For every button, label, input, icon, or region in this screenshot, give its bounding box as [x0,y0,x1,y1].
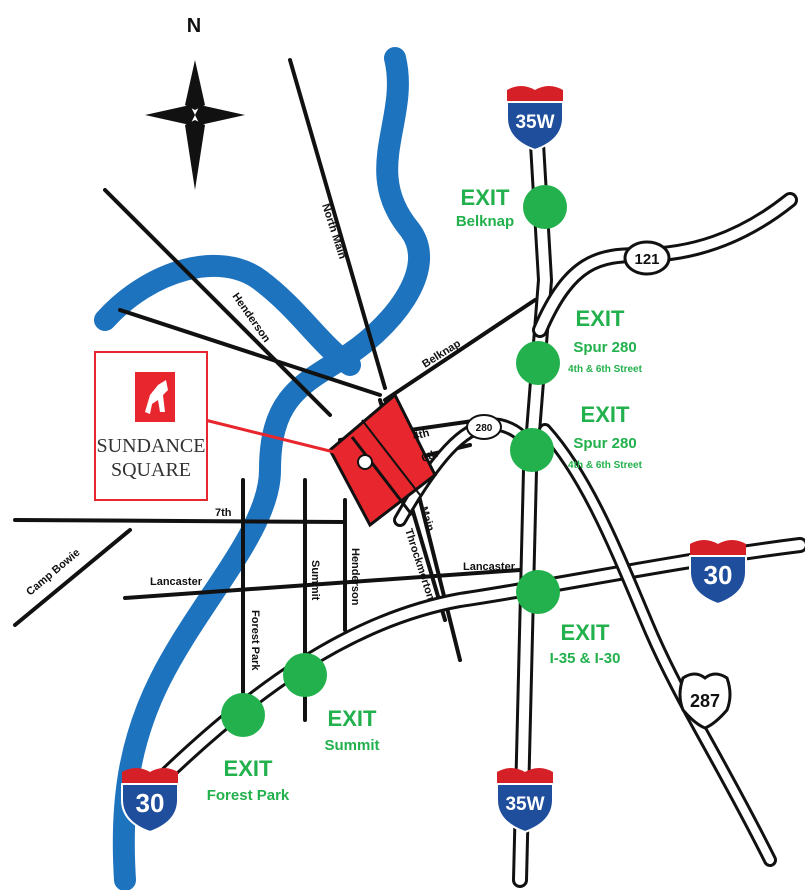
compass-north-label: N [187,15,201,37]
shield-number: 287 [690,691,720,711]
horse-icon [145,380,168,414]
sundance-square-marker[interactable] [357,454,373,470]
exit-name: Forest Park [207,787,290,804]
us-highway-shield-287: 287 [678,672,732,730]
exit-marker-summit[interactable] [283,653,327,697]
state-highway-shield-121: 121 [623,240,671,276]
label-4th: 4th [412,427,431,443]
exit-name: Spur 280 [573,435,636,452]
exit-label-i35-i30: EXIT I-35 & I-30 [550,620,621,667]
exit-word: EXIT [561,620,610,645]
label-lancaster-w: Lancaster [150,576,203,588]
label-lancaster-e: Lancaster [463,561,516,573]
logo-line1: SUNDANCE [97,435,206,457]
label-north-main: North Main [319,202,348,261]
interstate-shield-30-east: 30 [689,540,747,606]
exit-sub: 4th & 6th Street [568,460,643,471]
exit-word: EXIT [576,306,625,331]
lancaster-line [123,568,522,600]
exit-label-forest-park: EXIT Forest Park [207,756,290,804]
exit-name: Belknap [456,213,514,230]
exit-markers [221,185,567,737]
henderson-nw-line [103,188,332,417]
label-summit: Summit [309,560,321,601]
exit-name: Spur 280 [573,339,636,356]
shield-number: 121 [634,251,659,268]
compass-rose: N [145,15,245,190]
shield-number: 35W [505,794,544,815]
exit-name: I-35 & I-30 [550,650,621,667]
camp-bowie-line [13,528,132,627]
sundance-square-block[interactable] [328,392,437,528]
label-henderson-s: Henderson [349,548,361,606]
label-forest-park: Forest Park [249,610,261,671]
exit-marker-spur280-b[interactable] [510,428,554,472]
exit-word: EXIT [461,185,510,210]
exit-name: Summit [324,737,379,754]
label-6th: 6th [420,448,440,465]
trinity-river [112,47,431,890]
exit-sub: 4th & 6th Street [568,364,643,375]
exit-marker-i35-i30[interactable] [516,570,560,614]
logo-pointer-line [204,418,359,460]
north-main-line [288,58,387,390]
exit-label-belknap: EXIT Belknap [456,185,514,230]
exit-marker-spur280-a[interactable] [516,341,560,385]
seventh-line [13,518,347,524]
exit-label-spur280-a: EXIT Spur 280 4th & 6th Street [568,306,643,375]
exit-marker-belknap[interactable] [523,185,567,229]
shield-number: 280 [476,423,493,434]
street-network [13,58,537,722]
exit-word: EXIT [581,402,630,427]
belknap-line [383,298,537,402]
label-7th: 7th [215,507,232,519]
exit-label-summit: EXIT Summit [324,706,379,754]
label-camp-bowie: Camp Bowie [24,547,82,599]
shield-number: 30 [704,560,733,590]
shield-number: 35W [515,112,554,133]
interstate-shield-35w-south: 35W [496,768,554,834]
exit-word: EXIT [224,756,273,781]
interstate-shield-30-west: 30 [121,768,179,834]
logo-line2: SQUARE [111,459,191,481]
north-feed-line [118,308,382,397]
exit-marker-forest-park[interactable] [221,693,265,737]
exit-label-spur280-b: EXIT Spur 280 4th & 6th Street [568,402,643,471]
spur-shield-280: 280 [466,414,502,440]
exit-word: EXIT [328,706,377,731]
interstate-shield-35w-north: 35W [506,86,564,152]
trinity-river-west-fork [94,255,361,376]
shield-number: 30 [136,788,165,818]
